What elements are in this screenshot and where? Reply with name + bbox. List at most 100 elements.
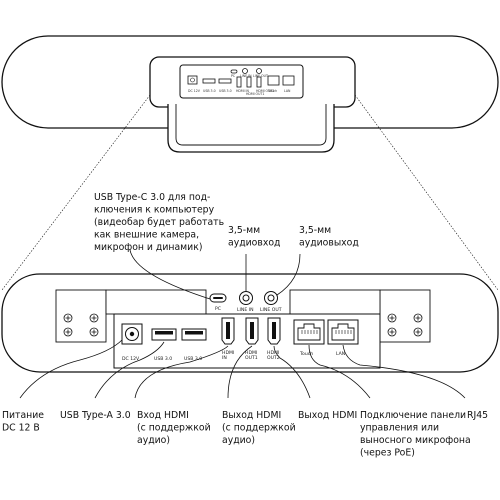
mini-dc-port — [187, 75, 198, 85]
mini-hdmi-out1 — [246, 76, 252, 88]
leader-touch — [308, 344, 371, 399]
text-line: выносного микрофона — [360, 435, 471, 446]
callout-power: Питание DC 12 В — [2, 410, 44, 434]
text-line: Питание — [2, 410, 44, 421]
mini-label-hdmi-out1: HDMI OUT1 — [246, 92, 264, 96]
leader-usb-a — [94, 341, 165, 399]
leader-hdmi-out2 — [273, 345, 311, 399]
leader-power — [19, 339, 123, 399]
leader-hdmi-in — [134, 345, 229, 399]
text-line: аудиовход — [228, 238, 280, 249]
mini-label-lan: LAN — [284, 89, 291, 93]
rear-panel-zoom: PC LINE IN LINE OUT DC 12V USB 3.0 USB 3… — [1, 273, 499, 373]
touch-rj45-port — [293, 319, 325, 345]
right-side-block — [379, 289, 431, 343]
usb-c-port — [209, 293, 227, 303]
text-line: (с поддержкой — [222, 423, 296, 434]
text-line: Выход HDMI — [222, 410, 281, 421]
mini-usbc-port — [230, 69, 238, 74]
text-line: аудио) — [222, 435, 255, 446]
text-line: Выход HDMI — [298, 410, 357, 421]
hdmi-out1-port — [245, 317, 259, 345]
mini-touch-port — [267, 75, 280, 86]
panel-label-line-out: LINE OUT — [260, 307, 282, 313]
mini-label-line-out: LINE OUT — [253, 74, 268, 78]
text-line: IN — [222, 355, 227, 361]
zoom-line-right — [354, 94, 499, 291]
zoom-line-left — [1, 94, 151, 291]
leader-rj45 — [342, 344, 466, 399]
text-line: (через PoE) — [360, 448, 415, 459]
panel-label-lan: LAN — [336, 351, 345, 357]
text-line: DC 12 В — [2, 423, 40, 434]
right-recess — [289, 289, 381, 315]
panel-label-usb2: USB 3.0 — [184, 356, 202, 362]
callout-audio-in: 3,5-мм аудиовход — [228, 225, 280, 249]
panel-label-pc: PC — [215, 306, 221, 312]
leader-hdmi-out1 — [227, 345, 253, 399]
panel-label-dc: DC 12V — [122, 356, 140, 362]
text-line: (с поддержкой — [137, 423, 211, 434]
text-line: HDMI — [245, 350, 257, 356]
text-line: HDMI — [267, 350, 279, 356]
mini-line-in-jack — [242, 68, 248, 74]
mini-label-dc: DC 12V — [188, 89, 201, 93]
hdmi-in-port — [221, 317, 235, 345]
text-line: микрофон и динамик) — [94, 242, 202, 253]
callout-usb-c: USB Type-C 3.0 для под-ключения к компью… — [94, 192, 224, 253]
text-line: HDMI — [222, 350, 234, 356]
line-in-jack — [239, 291, 253, 305]
text-line: 3,5-мм — [228, 225, 260, 236]
hdmi-out2-port — [267, 317, 281, 345]
mini-lan-port — [282, 75, 295, 86]
dc-power-jack — [121, 323, 143, 345]
text-line: USB Type-C 3.0 для под- — [94, 192, 210, 203]
mini-hdmi-in — [236, 76, 242, 88]
panel-label-touch: Touch — [299, 351, 313, 357]
leader-line-out — [276, 253, 301, 296]
mini-label-touch: Touch — [267, 89, 277, 93]
text-line: как внешние камера, — [94, 230, 199, 241]
usb-a-port-1 — [151, 328, 177, 341]
lan-rj45-port — [327, 319, 359, 345]
text-line: аудио) — [137, 435, 170, 446]
text-line: (видеобар будет работать — [94, 217, 224, 228]
text-line: управления или — [360, 423, 439, 434]
mini-port-panel — [179, 64, 304, 99]
text-line: 3,5-мм — [299, 225, 331, 236]
left-side-block — [55, 289, 107, 343]
mini-label-hdmi-out2: HDMI OUT2 — [256, 89, 274, 93]
left-recess — [105, 289, 207, 315]
videobar-overview: DC 12V USB 3.0 USB 3.0 PC LINE IN LINE O… — [1, 35, 499, 153]
panel-label-line-in: LINE IN — [237, 307, 254, 313]
text-line: RJ45 — [467, 410, 488, 421]
text-line: USB Type-A 3.0 — [60, 410, 131, 421]
mini-usb-port-2 — [218, 78, 232, 84]
mount-bracket — [167, 104, 335, 153]
text-line: ключения к компьютеру — [94, 205, 215, 216]
usb-a-port-2 — [181, 328, 207, 341]
mini-label-hdmi-in: HDMI IN — [236, 89, 249, 93]
leader-lines — [19, 249, 466, 399]
callout-usb-a: USB Type-A 3.0 — [60, 410, 131, 421]
mini-line-out-jack — [256, 68, 262, 74]
text-line: Вход HDMI — [137, 410, 189, 421]
line-out-jack — [264, 291, 278, 305]
text-line: OUT2 — [267, 355, 280, 361]
panel-label-usb1: USB 3.0 — [154, 356, 172, 362]
mini-label-line-in: LINE IN — [240, 74, 252, 78]
screw-icon — [63, 313, 423, 337]
text-line: OUT1 — [245, 355, 258, 361]
text-line: Подключение панели — [360, 410, 466, 421]
mini-hdmi-out2 — [256, 76, 262, 88]
mini-label-usb1: USB 3.0 — [203, 89, 216, 93]
callout-hdmi-out2: Выход HDMI — [298, 410, 357, 421]
leader-usb-c — [129, 249, 211, 300]
